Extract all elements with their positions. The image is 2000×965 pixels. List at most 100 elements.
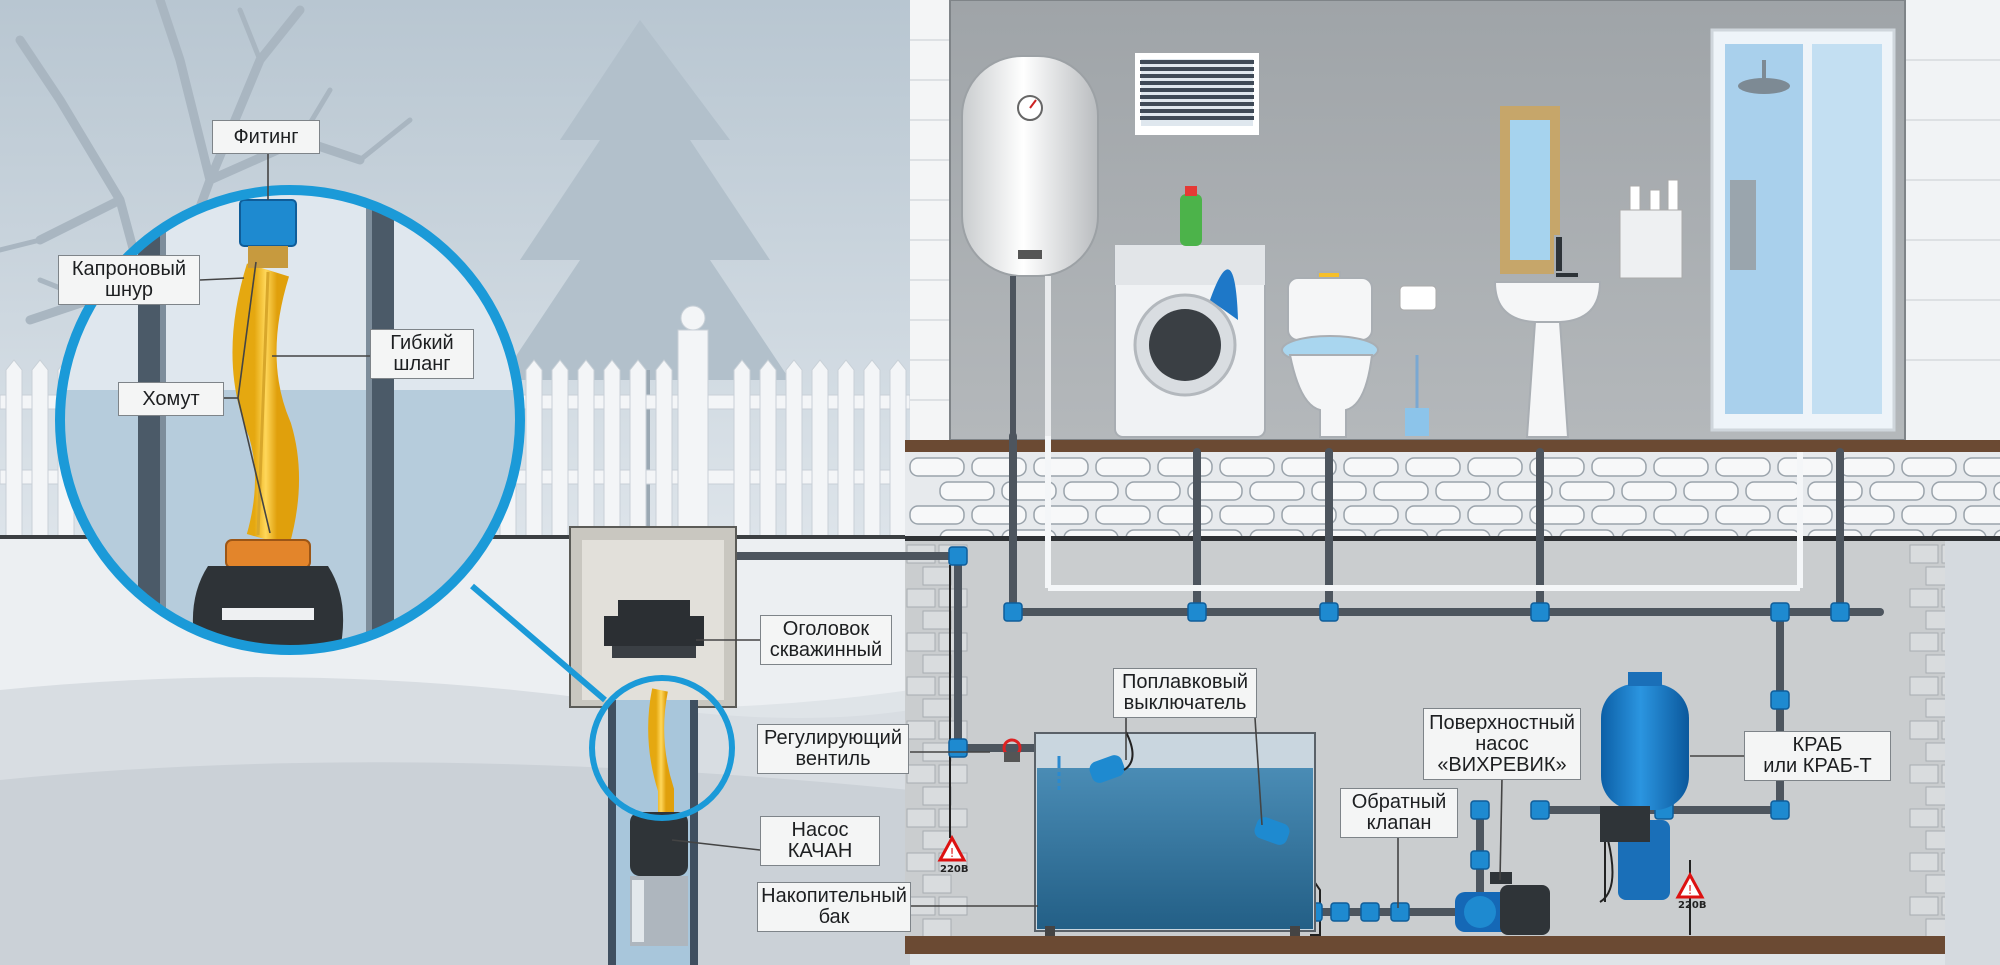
foundation-stone <box>1157 505 1213 525</box>
foundation-stone <box>1281 457 1337 477</box>
basement-brick <box>1909 896 1939 916</box>
blind-slat <box>1140 102 1254 106</box>
basement-brick <box>922 698 952 718</box>
svg-text:!: ! <box>1688 883 1693 897</box>
basement-brick <box>906 632 936 652</box>
well-hose <box>648 688 674 820</box>
label-check-valve-line1: Обратный <box>1351 791 1447 813</box>
fence-picket <box>551 359 569 541</box>
blind-slat <box>1140 95 1254 99</box>
foundation-stone <box>1901 505 1957 525</box>
foundation-stone <box>1901 457 1957 477</box>
foundation-stone <box>1219 457 1275 477</box>
fence-picket <box>733 359 751 541</box>
pipe-fitting <box>1319 602 1339 622</box>
foundation-stone <box>1095 505 1151 525</box>
basement-brick <box>922 918 952 938</box>
fence-picket <box>31 359 49 541</box>
foundation-stone <box>1963 505 2000 525</box>
fence-picket <box>629 359 647 541</box>
basement-brick <box>1909 852 1939 872</box>
label-fitting-text: Фитинг <box>233 125 299 148</box>
label-clamp-text: Хомут <box>142 387 200 410</box>
blind-slat <box>1140 109 1254 113</box>
pipe-fitting <box>948 738 968 758</box>
label-flexible-hose-line1: Гибкий <box>390 332 454 354</box>
blind-slat <box>1140 88 1254 92</box>
foundation-stone <box>1993 481 2000 501</box>
foundation-stone <box>1653 505 1709 525</box>
voltage-text-left: 220В <box>940 864 969 875</box>
small-window <box>1135 53 1259 135</box>
label-storage-tank-line2: бак <box>818 906 850 928</box>
foundation-stone <box>1777 457 1833 477</box>
label-pump-kachan-line1: Насос <box>791 819 849 841</box>
basement-floor <box>905 936 1945 954</box>
label-storage-tank: Накопительный бак <box>757 882 911 932</box>
shelf <box>1619 179 1683 279</box>
fence-picket <box>5 359 23 541</box>
basement-brick <box>938 808 968 828</box>
label-surface-pump-line1: Поверхностный <box>1429 711 1575 734</box>
foundation-stone <box>1219 505 1275 525</box>
foundation-stone <box>1343 505 1399 525</box>
pipe-fitting <box>1830 602 1850 622</box>
foundation-stone <box>909 457 965 477</box>
label-fitting: Фитинг <box>212 120 320 154</box>
foundation-stone <box>1063 481 1119 501</box>
basement-brick <box>938 676 968 696</box>
foundation-stone <box>909 505 965 525</box>
foundation-stone <box>1807 481 1863 501</box>
pipe-fitting <box>1770 800 1790 820</box>
foundation-stone <box>1281 505 1337 525</box>
label-control-valve-line2: вентиль <box>795 748 871 770</box>
foundation-stone <box>1869 481 1925 501</box>
hot-pipes <box>1045 436 1803 591</box>
basement-brick <box>1909 588 1939 608</box>
washing-machine <box>1114 186 1266 438</box>
fence-picket <box>525 359 543 541</box>
foundation-stone <box>1405 505 1461 525</box>
label-clamp: Хомут <box>118 382 224 416</box>
foundation-stone <box>971 457 1027 477</box>
foundation-stone <box>1095 457 1151 477</box>
foundation-stone <box>1777 505 1833 525</box>
foundation-stone <box>1745 481 1801 501</box>
fence-picket <box>837 359 855 541</box>
house-siding-left <box>910 0 950 450</box>
well-head <box>604 600 704 658</box>
voltage-sign-left: ! <box>937 834 967 862</box>
basement-brick <box>922 654 952 674</box>
foundation-stone <box>1249 481 1305 501</box>
label-flexible-hose-line2: шланг <box>393 353 451 375</box>
label-nylon-cord-line2: шнур <box>105 279 153 301</box>
basement-brick <box>1909 544 1939 564</box>
label-storage-tank-line1: Накопительный <box>761 885 907 907</box>
fence-picket <box>577 359 595 541</box>
label-control-valve: Регулирующий вентиль <box>757 724 909 774</box>
label-surface-pump: Поверхностный насос «ВИХРЕВИК» <box>1423 708 1581 780</box>
toilet-brush <box>1405 355 1429 436</box>
label-check-valve-line2: клапан <box>1366 812 1432 834</box>
toilet-paper <box>1399 285 1437 311</box>
label-well-head: Оголовок скважинный <box>760 615 892 665</box>
basement-brick <box>922 786 952 806</box>
basement-brick <box>1909 808 1939 828</box>
fence-picket <box>603 359 621 541</box>
fence-picket <box>759 359 777 541</box>
foundation-stone <box>1683 481 1739 501</box>
foundation-stone <box>1467 457 1523 477</box>
pipe-fitting <box>1530 800 1550 820</box>
label-krab: КРАБ или КРАБ-Т <box>1744 731 1891 781</box>
pipe-fitting <box>948 546 968 566</box>
water-heater <box>961 55 1099 436</box>
basement-brick <box>922 610 952 630</box>
basement-brick <box>1909 676 1939 696</box>
label-pump-kachan: Насос КАЧАН <box>760 816 880 866</box>
pipe-fitting <box>1470 850 1490 870</box>
basement-brick <box>922 874 952 894</box>
foundation-stone <box>1839 457 1895 477</box>
label-control-valve-line1: Регулирующий <box>764 727 902 749</box>
